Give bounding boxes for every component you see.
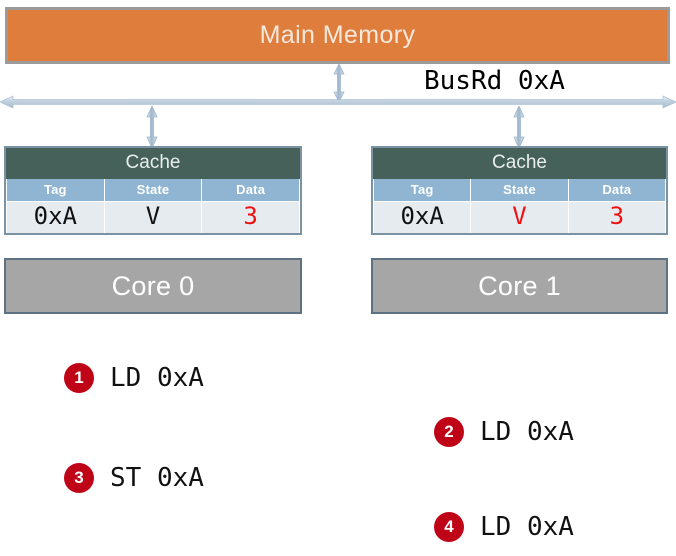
processor-unit-0: Cache Tag State Data 0xA V 3 [4,146,302,236]
instruction-step-4: 4 LD 0xA [434,512,574,542]
step-text-2: LD 0xA [480,417,574,447]
cache-header-row-1: Tag State Data [372,178,667,202]
cache-header-data-0: Data [201,178,300,202]
cache-data-row-0: 0xA V 3 [6,200,300,234]
main-memory-label: Main Memory [259,21,416,49]
bus-transaction-label: BusRd 0xA [424,66,565,96]
cache-title-0: Cache [6,148,300,179]
step-text-4: LD 0xA [480,512,574,542]
cache-header-state-1: State [470,178,569,202]
step-badge-4: 4 [434,512,464,542]
shared-bus-arrow-icon [0,95,676,109]
step-badge-2: 2 [434,417,464,447]
cache-table-1: Tag State Data 0xA V 3 [372,178,667,234]
core-block-1: Core 1 [371,258,668,314]
cache-block-1: Cache Tag State Data 0xA V 3 [371,146,668,236]
core-label-0: Core 0 [111,270,195,301]
cache-header-data-1: Data [567,178,667,202]
instruction-step-1: 1 LD 0xA [64,363,204,393]
cache-table-0: Tag State Data 0xA V 3 [6,178,300,234]
instruction-step-2: 2 LD 0xA [434,417,574,447]
processor-unit-1: Cache Tag State Data 0xA V 3 [371,146,668,236]
cache-data-row-1: 0xA V 3 [372,200,667,234]
cache-tag-value-0: 0xA [6,200,105,234]
cache-state-value-0: V [103,200,203,234]
cache-block-0: Cache Tag State Data 0xA V 3 [4,146,302,236]
bus-to-cache-0-arrow-icon [146,106,158,148]
main-memory-block: Main Memory [5,7,670,64]
cache-header-tag-0: Tag [6,178,105,202]
memory-to-bus-arrow-icon [333,64,345,102]
step-badge-3: 3 [64,463,94,493]
cache-state-value-1: V [470,200,569,234]
cache-tag-value-1: 0xA [372,200,472,234]
cache-header-row-0: Tag State Data [6,178,300,202]
cache-data-value-1: 3 [567,200,667,234]
cache-header-tag-1: Tag [372,178,472,202]
core-label-1: Core 1 [478,270,561,301]
step-text-1: LD 0xA [110,363,204,393]
cache-header-state-0: State [103,178,203,202]
bus-to-cache-1-arrow-icon [513,106,525,148]
cache-title-1: Cache [373,148,666,179]
instruction-step-3: 3 ST 0xA [64,463,204,493]
step-badge-1: 1 [64,363,94,393]
cache-data-value-0: 3 [201,200,300,234]
core-block-0: Core 0 [4,258,302,314]
step-text-3: ST 0xA [110,463,204,493]
